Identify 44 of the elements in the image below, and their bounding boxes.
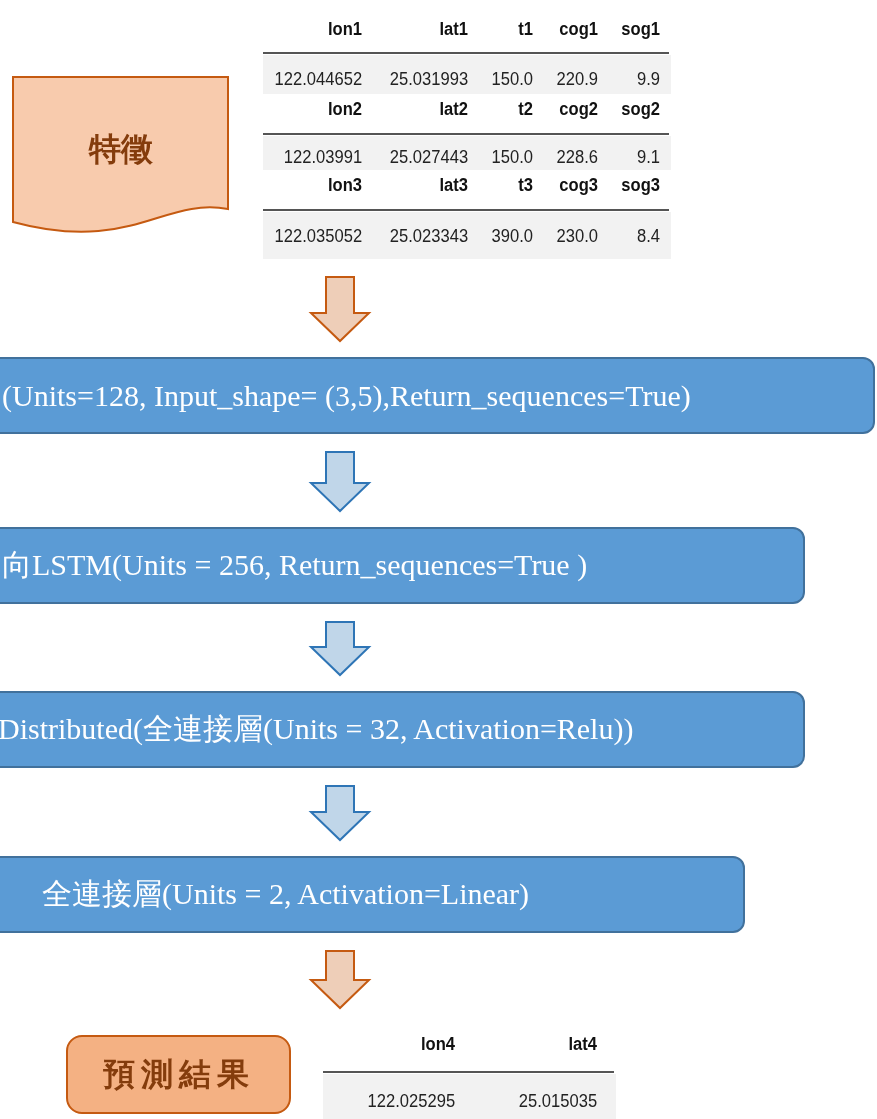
table-cell: 150.0 <box>491 69 533 90</box>
column-header: lon4 <box>420 1034 455 1055</box>
column-header: sog1 <box>621 19 660 40</box>
table-cell: 25.023343 <box>389 226 468 247</box>
layer-box: (Units=128, Input_shape= (3,5),Return_sequences=True) <box>0 357 875 434</box>
table-cell: 228.6 <box>556 147 598 168</box>
column-header: lat3 <box>439 175 468 196</box>
table-cell: 25.027443 <box>389 147 468 168</box>
node-label: 特徵 <box>87 129 154 170</box>
column-header: t2 <box>518 99 533 120</box>
table-cell: 122.044652 <box>274 69 362 90</box>
column-header: lon2 <box>327 99 362 120</box>
column-header: lon1 <box>327 19 362 40</box>
table-cell: 220.9 <box>556 69 598 90</box>
column-header: lat1 <box>439 19 468 40</box>
layer-box: 全連接層(Units = 2, Activation=Linear) <box>0 856 745 933</box>
block-arrow <box>308 451 372 513</box>
column-header: sog3 <box>621 175 660 196</box>
column-header: cog2 <box>559 99 598 120</box>
block-arrow <box>308 621 372 677</box>
result-box: 預測結果 <box>66 1035 291 1114</box>
table-cell: 390.0 <box>491 226 533 247</box>
table-cell: 25.031993 <box>389 69 468 90</box>
table-cell: 9.1 <box>636 147 660 168</box>
column-header: t1 <box>518 19 533 40</box>
table-cell: 122.03991 <box>283 147 362 168</box>
table-cell: 230.0 <box>556 226 598 247</box>
table-cell: 122.025295 <box>367 1091 455 1112</box>
block-arrow <box>308 276 372 343</box>
table-cell: 25.015035 <box>518 1091 597 1112</box>
block-arrow <box>308 950 372 1010</box>
block-arrow <box>308 785 372 842</box>
column-header: lat2 <box>439 99 468 120</box>
table-cell: 9.9 <box>636 69 660 90</box>
table-cell: 150.0 <box>491 147 533 168</box>
column-header: t3 <box>518 175 533 196</box>
layer-box: 向LSTM(Units = 256, Return_sequences=True ) <box>0 527 805 604</box>
column-header: cog1 <box>559 19 598 40</box>
column-header: cog3 <box>559 175 598 196</box>
column-header: lat4 <box>568 1034 597 1055</box>
table-cell: 122.035052 <box>274 226 362 247</box>
table-cell: 8.4 <box>636 226 660 247</box>
column-header: lon3 <box>327 175 362 196</box>
column-header: sog2 <box>621 99 660 120</box>
